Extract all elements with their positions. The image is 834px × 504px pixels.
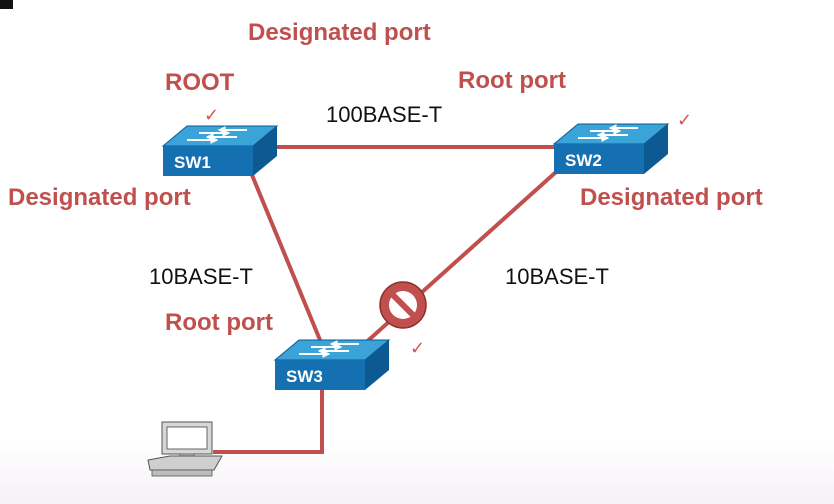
blocked-port-check-mark: ✓: [410, 338, 426, 359]
switch-sw3: SW3: [273, 339, 391, 390]
sw3-label: SW3: [286, 367, 323, 386]
sw2-label: SW2: [565, 151, 602, 170]
link-sw1-sw2-speed-label: 100BASE-T: [326, 102, 443, 127]
switch-sw2: SW2: [552, 123, 670, 174]
sw2-designated-port-label: Designated port: [580, 184, 763, 211]
switch-sw1: SW1: [161, 125, 279, 176]
corner-fragment: [0, 0, 13, 9]
sw3-root-port-label: Root port: [165, 309, 273, 336]
root-label: ROOT: [165, 69, 235, 96]
blocked-port-icon: [379, 281, 427, 329]
sw2-check-mark: ✓: [677, 110, 693, 131]
sw1-designated-port-label: Designated port: [8, 184, 191, 211]
sw2-root-port-label: Root port: [458, 67, 566, 94]
top-designated-port-label: Designated port: [248, 19, 431, 46]
root-check-mark: ✓: [204, 105, 220, 126]
link-sw1-sw3: [250, 174, 322, 341]
pc-icon: [147, 421, 223, 477]
link-sw2-sw3-speed-label: 10BASE-T: [505, 264, 609, 289]
link-sw3-pc: [213, 386, 324, 454]
link-sw1-sw3-speed-label: 10BASE-T: [149, 264, 253, 289]
sw1-label: SW1: [174, 153, 211, 172]
